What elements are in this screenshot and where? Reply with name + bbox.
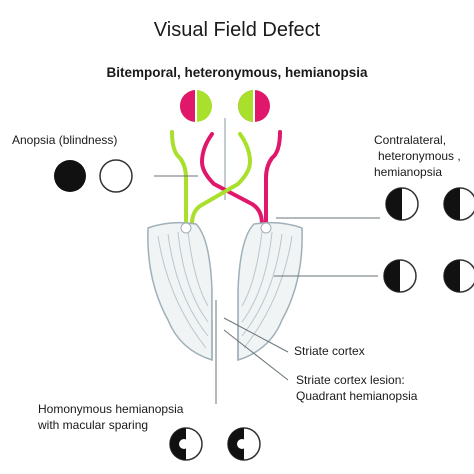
homonymous-label-line1: Homonymous hemianopsia xyxy=(38,402,184,416)
diagram-subtitle: Bitemporal, heteronymous, hemianopsia xyxy=(106,65,368,80)
anopsia-white-circle xyxy=(99,159,133,193)
striate-cortex-label: Striate cortex xyxy=(294,344,365,358)
visual-cortex xyxy=(147,221,303,362)
contralateral-label-line3: hemianopsia xyxy=(374,165,443,179)
homonymous-field-circle xyxy=(383,259,474,293)
diagram-title: Visual Field Defect xyxy=(153,19,321,41)
anopsia-label: Anopsia (blindness) xyxy=(12,133,118,147)
anopsia-black-circle xyxy=(54,160,86,192)
striate-lesion-label-line2: Quadrant hemianopsia xyxy=(296,389,418,403)
pointer-lines xyxy=(154,175,380,404)
optic-pathway xyxy=(170,130,282,226)
homonymous-label-line2: with macular sparing xyxy=(38,418,149,432)
contralateral-label-line2: heteronymous , xyxy=(378,149,461,163)
striate-lesion-label-line1: Striate cortex lesion: xyxy=(296,373,405,387)
contralateral-field-circle xyxy=(385,187,474,221)
contralateral-label-line1: Contralateral, xyxy=(374,133,447,147)
left-eye-field-circle xyxy=(180,88,212,124)
macular-sparing-circle xyxy=(169,427,261,461)
right-eye-field-circle xyxy=(238,88,270,124)
